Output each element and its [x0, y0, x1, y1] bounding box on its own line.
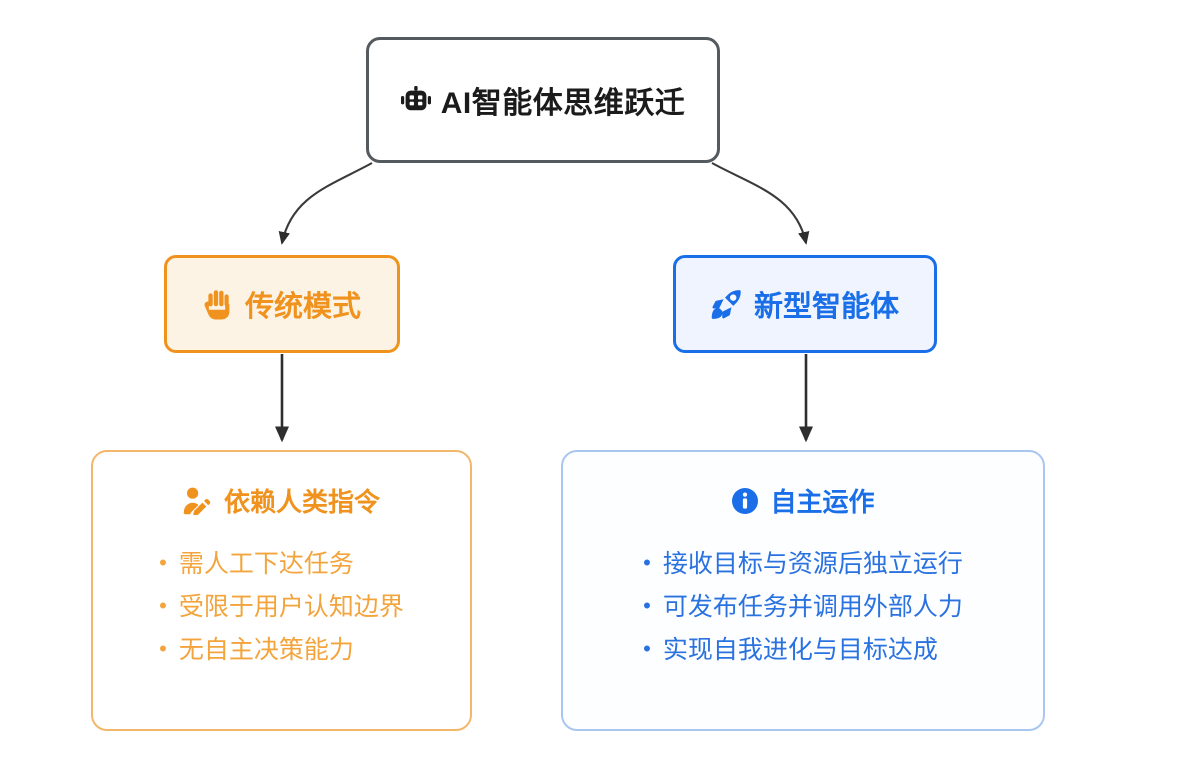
card-traditional-title: 依赖人类指令	[223, 487, 380, 517]
branch-traditional-label: 传统模式	[244, 291, 361, 323]
card-new-agent[interactable]: 自主运作 • 接收目标与资源后独立运行 • 可发布任务并调用外部人力 • 实现自…	[561, 450, 1045, 731]
card-traditional-bullet-list: • 需人工下达任务 • 受限于用户认知边界 • 无自主决策能力	[159, 543, 404, 672]
bullet-marker: •	[159, 550, 167, 575]
branch-node-new-agent[interactable]: 新型智能体	[673, 255, 937, 353]
raised-hand-icon	[203, 288, 233, 320]
list-item-text: 接收目标与资源后独立运行	[662, 550, 963, 578]
bullet-marker: •	[643, 550, 651, 575]
list-item: • 可发布任务并调用外部人力	[643, 586, 963, 629]
card-new-agent-header: 自主运作	[731, 482, 875, 519]
card-new-agent-title: 自主运作	[770, 487, 875, 517]
list-item: • 需人工下达任务	[159, 543, 404, 586]
card-traditional-header: 依赖人类指令	[183, 482, 380, 519]
rocket-icon	[711, 289, 742, 320]
root-node[interactable]: AI智能体思维跃迁	[366, 37, 720, 163]
list-item-text: 需人工下达任务	[178, 550, 354, 578]
list-item: • 接收目标与资源后独立运行	[643, 543, 963, 586]
list-item: • 受限于用户认知边界	[159, 586, 404, 629]
edge-root-to-traditional	[278, 162, 373, 245]
card-new-agent-bullet-list: • 接收目标与资源后独立运行 • 可发布任务并调用外部人力 • 实现自我进化与目…	[643, 543, 963, 672]
bullet-marker: •	[159, 593, 167, 618]
user-edit-icon	[183, 487, 213, 515]
info-circle-icon	[731, 487, 759, 515]
edge-root-to-new-agent	[711, 162, 810, 245]
list-item-text: 可发布任务并调用外部人力	[662, 593, 963, 621]
list-item-text: 受限于用户认知边界	[178, 593, 404, 621]
bullet-marker: •	[643, 636, 651, 661]
bullet-marker: •	[643, 593, 651, 618]
list-item-text: 无自主决策能力	[178, 636, 354, 664]
robot-icon	[400, 86, 431, 114]
bullet-marker: •	[159, 636, 167, 661]
card-traditional[interactable]: 依赖人类指令 • 需人工下达任务 • 受限于用户认知边界 • 无自主决策能力	[91, 450, 472, 731]
list-item: • 无自主决策能力	[159, 629, 404, 672]
list-item-text: 实现自我进化与目标达成	[662, 636, 938, 664]
root-node-label: AI智能体思维跃迁	[440, 87, 686, 120]
branch-new-agent-label: 新型智能体	[753, 291, 899, 323]
branch-node-traditional[interactable]: 传统模式	[164, 255, 400, 353]
list-item: • 实现自我进化与目标达成	[643, 629, 963, 672]
branch-new-agent-content: 新型智能体	[711, 283, 899, 325]
root-node-content: AI智能体思维跃迁	[400, 78, 686, 122]
branch-traditional-content: 传统模式	[203, 283, 361, 325]
